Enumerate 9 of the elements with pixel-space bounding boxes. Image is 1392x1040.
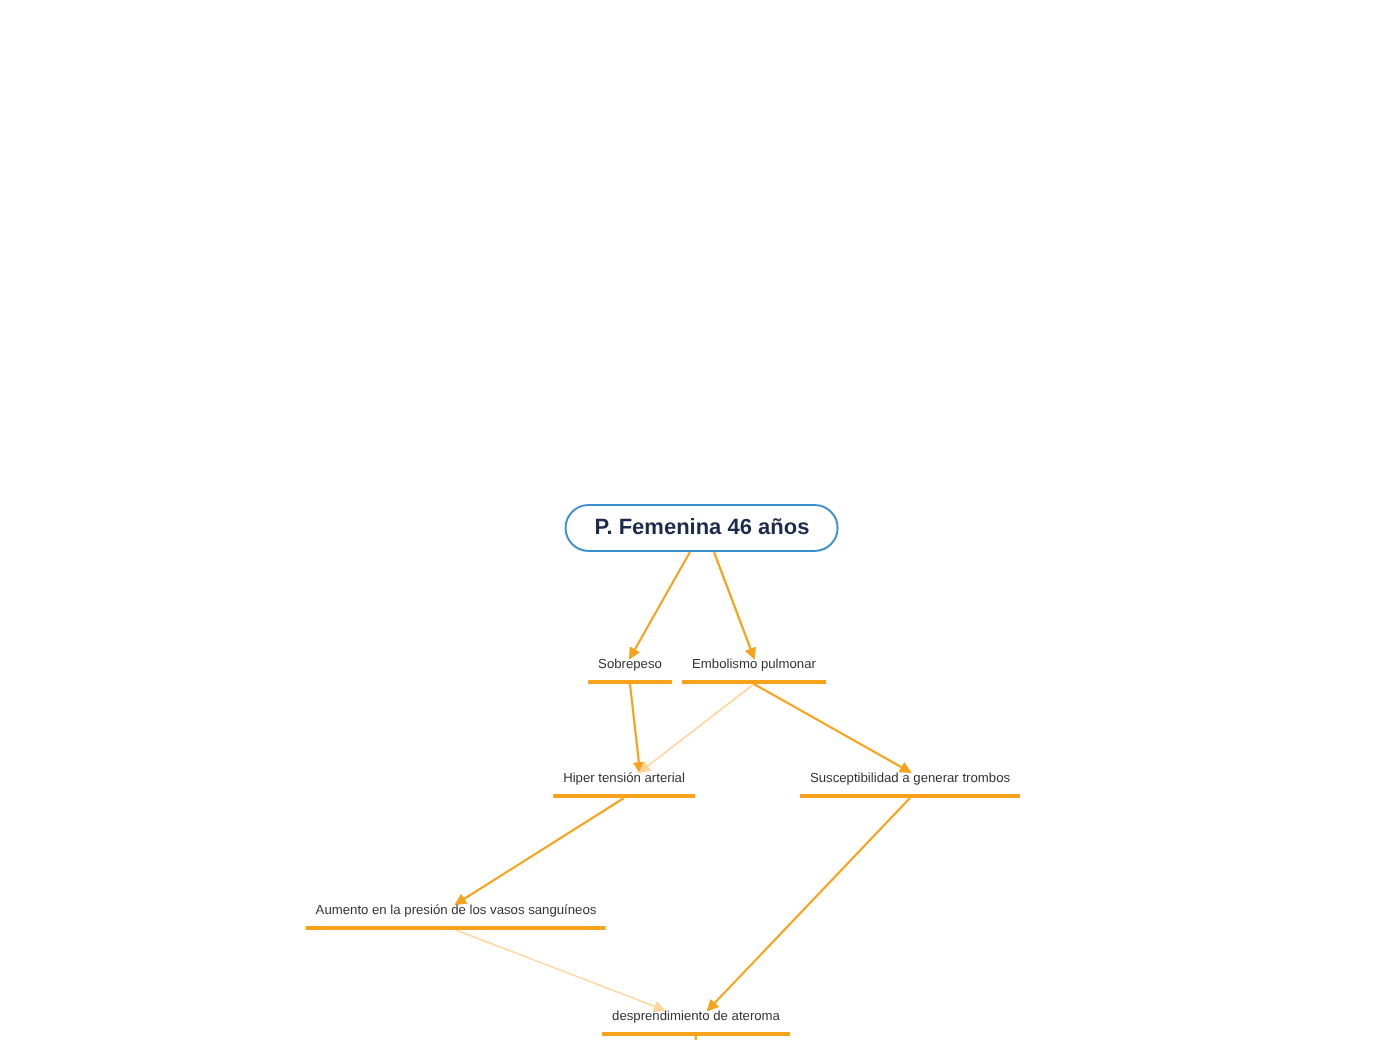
- arrow: [455, 929, 666, 1012]
- arrow: [712, 551, 757, 660]
- arrow: [706, 797, 911, 1012]
- central-topic: P. Femenina 46 años: [564, 504, 840, 552]
- arrow: [628, 683, 645, 774]
- arrow: [638, 683, 755, 774]
- arrow: [753, 683, 912, 773]
- arrow: [629, 551, 691, 660]
- arrow: [454, 797, 625, 906]
